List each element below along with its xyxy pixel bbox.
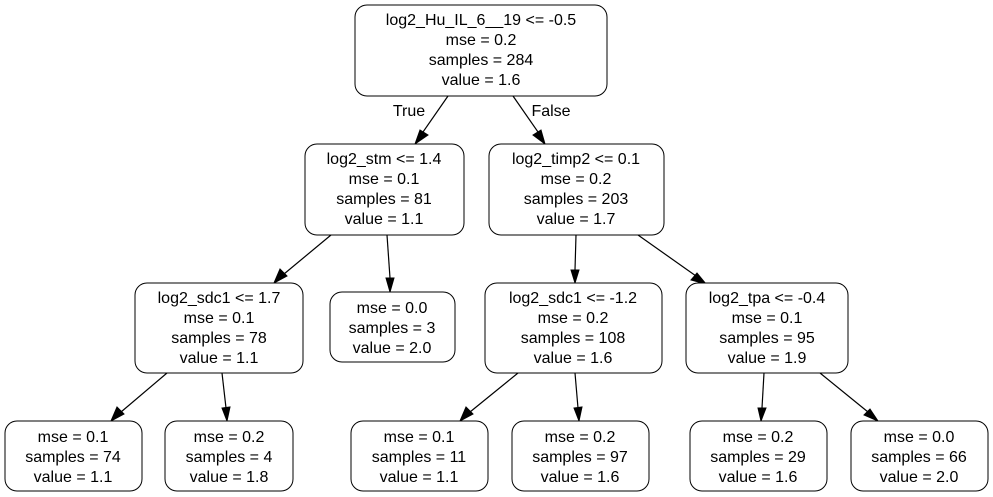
node-samples: samples = 203	[524, 191, 629, 208]
tree-node-sdc1-right: log2_sdc1 <= -1.2 mse = 0.2 samples = 10…	[484, 282, 663, 374]
edge-stm-to-leaf-3	[385, 234, 395, 294]
node-samples: samples = 78	[171, 330, 267, 347]
node-mse: mse = 0.2	[541, 171, 612, 188]
node-mse: mse = 0.1	[184, 310, 255, 327]
node-samples: samples = 95	[719, 330, 815, 347]
branch-label-true: True	[393, 103, 425, 120]
node-mse: mse = 0.1	[732, 310, 803, 327]
node-value: value = 1.1	[345, 211, 424, 228]
branch-label-false: False	[531, 103, 570, 120]
edge-tpa-to-leaf-66	[819, 372, 880, 423]
edge-timp2-to-sdc1	[570, 234, 580, 285]
node-value: value = 1.7	[537, 211, 616, 228]
node-mse: mse = 0.1	[349, 171, 420, 188]
tree-leaf-samples-66: mse = 0.0 samples = 66 value = 2.0	[850, 420, 989, 492]
node-mse: mse = 0.2	[723, 429, 794, 446]
tree-node-timp2: log2_timp2 <= 0.1 mse = 0.2 samples = 20…	[488, 143, 665, 236]
node-samples: samples = 284	[429, 52, 534, 69]
node-value: value = 2.0	[880, 469, 959, 486]
node-samples: samples = 97	[532, 449, 628, 466]
node-value: value = 1.1	[380, 469, 459, 486]
node-mse: mse = 0.0	[357, 300, 428, 317]
node-split-condition: log2_sdc1 <= 1.7	[158, 290, 281, 307]
node-value: value = 1.1	[34, 469, 113, 486]
node-samples: samples = 74	[25, 449, 121, 466]
tree-leaf-samples-29: mse = 0.2 samples = 29 value = 1.6	[689, 420, 828, 492]
node-split-condition: log2_stm <= 1.4	[327, 151, 442, 168]
node-samples: samples = 11	[372, 449, 467, 466]
tree-node-stm: log2_stm <= 1.4 mse = 0.1 samples = 81 v…	[304, 143, 465, 236]
node-mse: mse = 0.2	[538, 310, 609, 327]
edge-timp2-to-tpa	[637, 234, 708, 285]
node-value: value = 1.6	[442, 72, 521, 89]
node-mse: mse = 0.1	[384, 429, 455, 446]
tree-leaf-samples-11: mse = 0.1 samples = 11 value = 1.1	[350, 420, 489, 492]
edge-sdc1-to-leaf-4	[221, 372, 231, 423]
edge-sdc1b-to-leaf-97	[573, 372, 583, 423]
node-split-condition: log2_tpa <= -0.4	[709, 290, 826, 307]
edge-tpa-to-leaf-29	[757, 372, 767, 423]
edge-root-to-timp2	[512, 95, 546, 146]
tree-leaf-samples-4: mse = 0.2 samples = 4 value = 1.8	[164, 420, 294, 492]
node-samples: samples = 66	[871, 449, 967, 466]
node-samples: samples = 108	[521, 330, 626, 347]
node-value: value = 2.0	[353, 340, 432, 357]
node-split-condition: log2_timp2 <= 0.1	[512, 151, 640, 168]
tree-node-sdc1-left: log2_sdc1 <= 1.7 mse = 0.1 samples = 78 …	[134, 282, 304, 374]
node-value: value = 1.9	[728, 350, 807, 367]
node-value: value = 1.8	[190, 469, 269, 486]
node-mse: mse = 0.2	[446, 32, 517, 49]
node-mse: mse = 0.1	[38, 429, 109, 446]
tree-node-root: log2_Hu_IL_6__19 <= -0.5 mse = 0.2 sampl…	[354, 4, 608, 97]
edge-stm-to-sdc1	[272, 234, 332, 285]
edge-root-to-stm	[414, 95, 449, 146]
node-samples: samples = 29	[710, 449, 806, 466]
node-value: value = 1.1	[180, 350, 259, 367]
node-samples: samples = 81	[336, 191, 432, 208]
node-mse: mse = 0.2	[545, 429, 616, 446]
node-value: value = 1.6	[541, 469, 620, 486]
tree-leaf-samples-97: mse = 0.2 samples = 97 value = 1.6	[511, 420, 650, 492]
node-value: value = 1.6	[719, 469, 798, 486]
edge-sdc1b-to-leaf-11	[458, 372, 519, 423]
node-samples: samples = 3	[349, 320, 436, 337]
tree-leaf-samples-74: mse = 0.1 samples = 74 value = 1.1	[4, 420, 143, 492]
node-mse: mse = 0.2	[194, 429, 265, 446]
tree-edges	[109, 95, 880, 423]
node-mse: mse = 0.0	[884, 429, 955, 446]
edge-sdc1-to-leaf-74	[109, 372, 168, 423]
node-split-condition: log2_sdc1 <= -1.2	[509, 290, 637, 307]
node-value: value = 1.6	[534, 350, 613, 367]
tree-leaf-samples-3: mse = 0.0 samples = 3 value = 2.0	[329, 291, 456, 363]
node-samples: samples = 4	[186, 449, 273, 466]
node-split-condition: log2_Hu_IL_6__19 <= -0.5	[386, 12, 576, 29]
tree-node-tpa: log2_tpa <= -0.4 mse = 0.1 samples = 95 …	[685, 282, 849, 374]
